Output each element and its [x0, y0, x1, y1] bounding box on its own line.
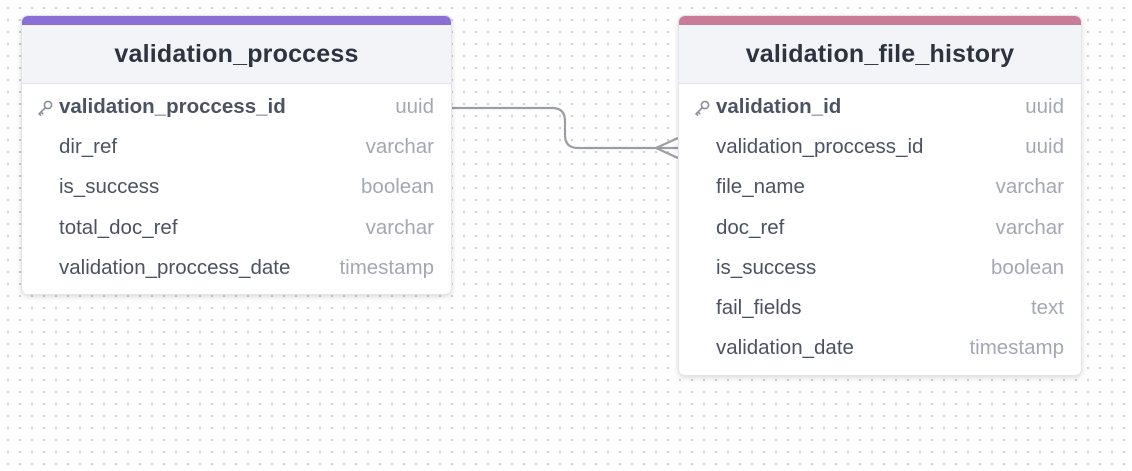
- column-type: text: [1030, 296, 1064, 320]
- table-title: validation_proccess: [114, 39, 359, 68]
- column-name: validation_proccess_id: [59, 95, 286, 119]
- table-row[interactable]: validation_id uuid: [679, 87, 1081, 127]
- table-row[interactable]: validation_proccess_id uuid: [679, 127, 1081, 167]
- column-name: doc_ref: [716, 215, 785, 239]
- column-type: timestamp: [969, 336, 1064, 360]
- column-name: validation_id: [716, 95, 842, 119]
- column-name: fail_fields: [716, 296, 802, 320]
- column-type: boolean: [361, 175, 434, 199]
- table-row[interactable]: doc_ref varchar: [679, 208, 1081, 248]
- table-row[interactable]: file_name varchar: [679, 167, 1081, 207]
- column-type: varchar: [365, 135, 434, 159]
- column-type: uuid: [1025, 95, 1064, 119]
- crows-foot-icon: [653, 136, 679, 160]
- column-name: validation_proccess_date: [59, 255, 291, 279]
- column-type: varchar: [995, 175, 1064, 199]
- table-validation-file-history[interactable]: validation_file_history validation_id uu…: [678, 15, 1082, 376]
- relation-line[interactable]: [452, 106, 678, 150]
- column-name: total_doc_ref: [59, 215, 178, 239]
- table-header[interactable]: validation_proccess: [22, 25, 451, 84]
- table-row[interactable]: validation_proccess_id uuid: [22, 87, 451, 127]
- column-type: uuid: [1025, 135, 1064, 159]
- table-columns: validation_id uuid validation_proccess_i…: [679, 84, 1081, 368]
- table-accent-bar: [679, 16, 1081, 25]
- column-name: validation_proccess_id: [716, 135, 924, 159]
- table-row[interactable]: is_success boolean: [22, 167, 451, 207]
- column-type: uuid: [395, 95, 434, 119]
- table-row[interactable]: dir_ref varchar: [22, 127, 451, 167]
- column-name: validation_date: [716, 336, 854, 360]
- column-name: dir_ref: [59, 135, 118, 159]
- table-row[interactable]: fail_fields text: [679, 288, 1081, 328]
- column-type: varchar: [365, 215, 434, 239]
- table-columns: validation_proccess_id uuid dir_ref varc…: [22, 84, 451, 288]
- column-type: varchar: [995, 215, 1064, 239]
- table-title: validation_file_history: [745, 39, 1015, 68]
- table-row[interactable]: is_success boolean: [679, 248, 1081, 288]
- column-name: file_name: [716, 175, 805, 199]
- table-validation-proccess[interactable]: validation_proccess validation_proccess_…: [21, 15, 452, 295]
- key-icon: [38, 100, 53, 116]
- table-row[interactable]: validation_proccess_date timestamp: [22, 248, 451, 288]
- key-icon: [695, 100, 710, 116]
- column-name: is_success: [716, 255, 817, 279]
- table-accent-bar: [22, 16, 451, 25]
- table-row[interactable]: total_doc_ref varchar: [22, 208, 451, 248]
- table-header[interactable]: validation_file_history: [679, 25, 1081, 84]
- column-type: timestamp: [339, 255, 434, 279]
- column-type: boolean: [991, 255, 1064, 279]
- table-row[interactable]: validation_date timestamp: [679, 328, 1081, 368]
- column-name: is_success: [59, 175, 160, 199]
